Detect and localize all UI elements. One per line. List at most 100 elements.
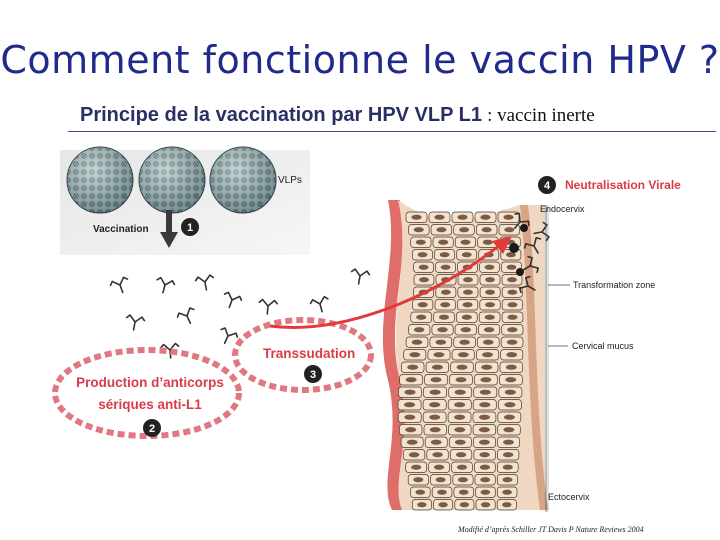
cell-nucleus (503, 439, 514, 445)
cell-nucleus (457, 352, 469, 358)
cell-nucleus (478, 427, 490, 433)
step-3-marker: 3 (304, 365, 322, 383)
cell-nucleus (408, 452, 420, 458)
cell-nucleus (406, 439, 418, 445)
cell-nucleus (441, 289, 451, 295)
vlps-label: VLPs (278, 175, 302, 186)
cell-nucleus (479, 452, 490, 458)
production-label-line2: sériques anti-L1 (98, 397, 202, 412)
cell-nucleus (461, 252, 472, 258)
cell-nucleus (506, 264, 517, 270)
cell-nucleus (407, 364, 419, 370)
cell-nucleus (480, 489, 491, 495)
cell-nucleus (503, 427, 515, 433)
cell-nucleus (505, 364, 517, 370)
cell-nucleus (504, 402, 516, 408)
vlp-particle-2 (138, 146, 206, 214)
cell-nucleus (481, 364, 493, 370)
cell-nucleus (430, 377, 442, 383)
cell-nucleus (455, 452, 467, 458)
cell-nucleus (457, 477, 468, 483)
cell-nucleus (413, 477, 424, 483)
subtitle-plain: : vaccin inerte (487, 105, 595, 126)
cell-nucleus (404, 389, 416, 395)
cell-nucleus (479, 402, 491, 408)
cell-nucleus (454, 414, 466, 420)
cell-nucleus (438, 502, 448, 508)
cell-nucleus (479, 464, 490, 470)
cell-nucleus (438, 239, 449, 245)
transsudation-label: Transsudation (263, 346, 355, 361)
cell-nucleus (507, 327, 518, 333)
cell-nucleus (460, 239, 471, 245)
svg-text:4: 4 (544, 180, 551, 192)
cell-nucleus (414, 327, 425, 333)
cell-nucleus (434, 464, 445, 470)
cell-nucleus (485, 302, 495, 308)
subtitle: Principe de la vaccination par HPV VLP L… (80, 104, 595, 127)
cell-nucleus (440, 302, 451, 308)
cell-nucleus (459, 339, 470, 345)
cell-nucleus (503, 214, 514, 220)
cell-nucleus (484, 264, 495, 270)
cell-nucleus (504, 227, 515, 233)
cell-nucleus (437, 489, 447, 495)
cell-nucleus (480, 477, 491, 483)
cell-nucleus (479, 389, 491, 395)
cell-nucleus (483, 339, 494, 345)
cervical-mucus-label: Cervical mucus (572, 341, 634, 351)
production-label-line1: Production d’anticorps (76, 375, 224, 390)
cell-nucleus (429, 402, 441, 408)
cell-nucleus (456, 464, 468, 470)
cell-nucleus (481, 227, 492, 233)
cell-nucleus (429, 414, 441, 420)
cell-nucleus (405, 377, 417, 383)
cell-nucleus (507, 314, 518, 320)
cell-nucleus (435, 477, 446, 483)
cell-nucleus (507, 302, 518, 308)
cell-nucleus (503, 414, 515, 420)
cell-nucleus (435, 339, 447, 345)
cell-nucleus (454, 402, 466, 408)
cell-nucleus (502, 452, 514, 458)
cell-nucleus (454, 427, 466, 433)
cell-nucleus (429, 389, 441, 395)
cell-nucleus (483, 327, 495, 333)
transsudation-arrow (269, 236, 512, 329)
cell-nucleus (430, 439, 442, 445)
cell-nucleus (480, 377, 492, 383)
cell-nucleus (482, 239, 493, 245)
cell-nucleus (440, 264, 451, 270)
cell-nucleus (436, 227, 447, 233)
cell-nucleus (403, 402, 416, 408)
cell-nucleus (463, 277, 473, 283)
epithelial-cells (397, 211, 524, 511)
cell-nucleus (411, 464, 422, 470)
cell-nucleus (438, 314, 450, 320)
production-ellipse (52, 347, 242, 439)
cell-nucleus (431, 364, 443, 370)
source-credit: Modifié d’après Schiller JT Davis P Natu… (458, 525, 644, 534)
cell-nucleus (461, 314, 472, 320)
cell-nucleus (485, 289, 495, 295)
cell-nucleus (479, 414, 490, 420)
svg-text:2: 2 (149, 423, 155, 435)
cell-nucleus (502, 489, 512, 495)
cell-nucleus (505, 377, 517, 383)
cell-nucleus (502, 477, 513, 483)
cell-nucleus (456, 364, 468, 370)
cell-nucleus (432, 452, 443, 458)
cell-nucleus (417, 302, 428, 308)
cell-nucleus (411, 339, 423, 345)
cell-nucleus (417, 252, 428, 258)
cell-nucleus (507, 277, 517, 283)
cell-nucleus (502, 464, 513, 470)
cell-nucleus (454, 439, 466, 445)
cell-nucleus (415, 239, 426, 245)
cell-nucleus (458, 489, 469, 495)
cell-nucleus (419, 277, 429, 283)
vaccination-arrow (160, 210, 178, 248)
cell-nucleus (413, 227, 424, 233)
transformation-zone-label: Transformation zone (573, 280, 655, 290)
